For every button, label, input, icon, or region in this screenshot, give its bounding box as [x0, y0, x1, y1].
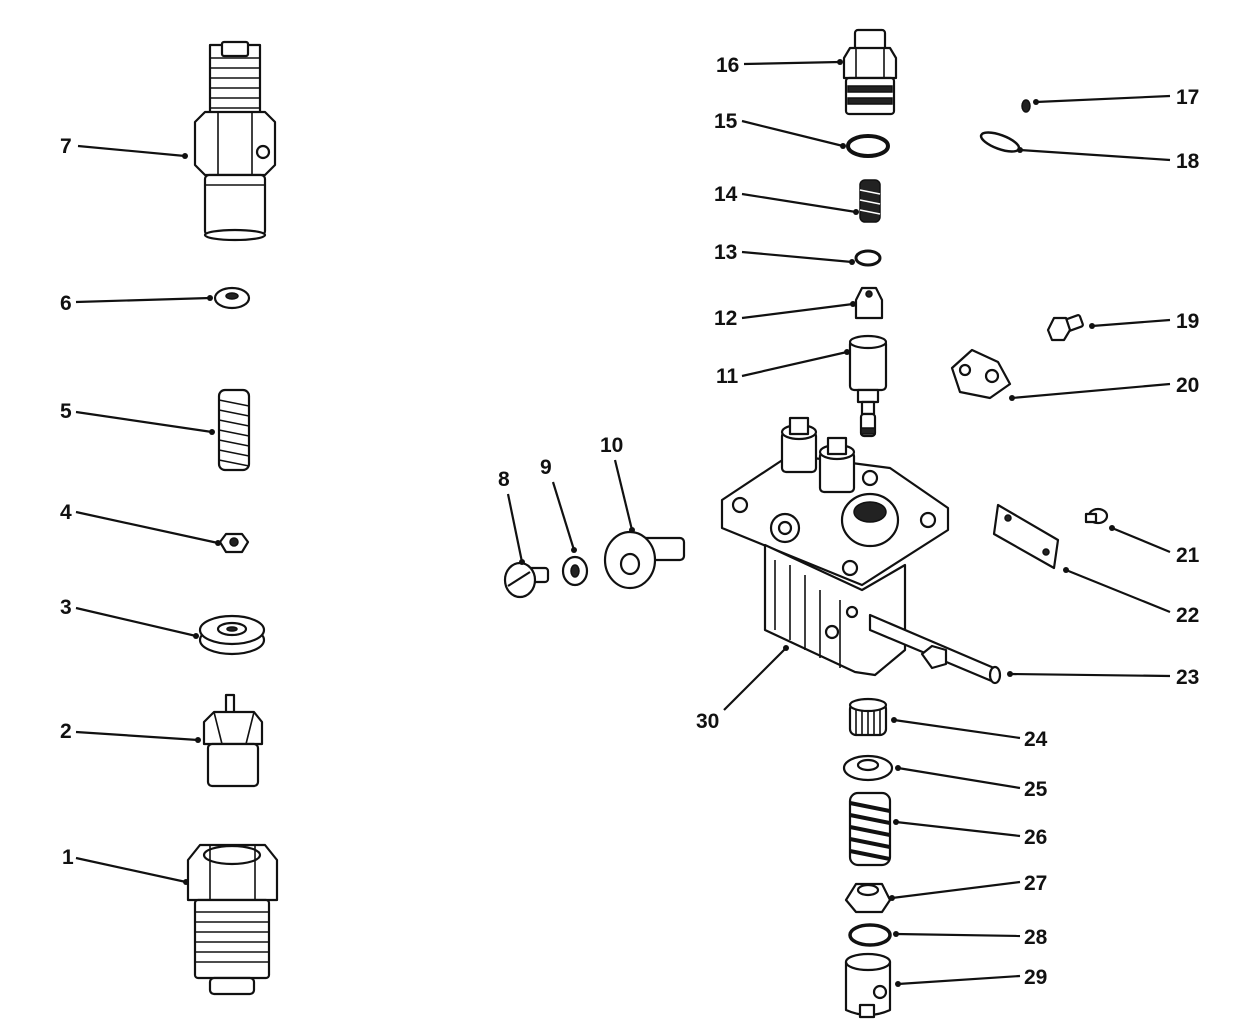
part-9-washer — [561, 555, 589, 587]
callout-8: 8 — [498, 468, 510, 491]
part-16-delivery-valve-holder — [842, 28, 898, 116]
part-25-washer — [842, 754, 894, 782]
callout-27: 27 — [1024, 872, 1047, 895]
callout-7: 7 — [60, 135, 72, 158]
part-21-screw — [1084, 507, 1109, 525]
callout-12: 12 — [714, 307, 737, 330]
callout-14: 14 — [714, 183, 738, 206]
part-8-screw — [503, 561, 550, 599]
callout-30: 30 — [696, 710, 719, 733]
part-12-delivery-valve — [854, 286, 884, 320]
part-18-o-ring — [979, 131, 1021, 153]
part-5-spring — [217, 388, 251, 472]
callout-6: 6 — [60, 292, 72, 315]
callout-17: 17 — [1176, 86, 1199, 109]
part-26-plunger-spring — [848, 791, 892, 867]
callout-labels: 7 6 5 4 3 2 1 8 9 10 16 15 14 13 12 11 1… — [60, 54, 1200, 989]
part-28-shim — [848, 923, 892, 947]
callout-18: 18 — [1176, 150, 1200, 173]
part-7-nozzle-holder — [193, 40, 277, 242]
part-17-ball — [1021, 99, 1031, 113]
callout-28: 28 — [1024, 926, 1048, 949]
callout-29: 29 — [1024, 966, 1047, 989]
part-14-valve-spring — [859, 179, 881, 223]
callout-20: 20 — [1176, 374, 1199, 397]
part-1-retaining-nut — [186, 843, 279, 996]
callout-4: 4 — [60, 501, 72, 524]
callout-15: 15 — [714, 110, 738, 133]
callout-3: 3 — [60, 596, 72, 619]
callout-16: 16 — [716, 54, 739, 77]
part-4-spring-seat — [218, 532, 250, 554]
callout-22: 22 — [1176, 604, 1199, 627]
part-6-shim — [213, 286, 251, 310]
part-3-distance-piece — [198, 614, 266, 656]
part-27-spring-seat — [844, 882, 892, 914]
callout-10: 10 — [600, 434, 623, 457]
callout-2: 2 — [60, 720, 72, 743]
part-19-bolt — [1046, 314, 1084, 342]
callout-25: 25 — [1024, 778, 1048, 801]
callout-5: 5 — [60, 400, 72, 423]
callout-26: 26 — [1024, 826, 1047, 849]
part-30-pump-body — [720, 416, 1002, 685]
part-2-nozzle — [202, 693, 264, 788]
part-22-cover-plate — [992, 503, 1060, 570]
leader-lines — [75, 59, 1171, 987]
callout-1: 1 — [62, 846, 74, 869]
part-29-tappet — [844, 952, 892, 1019]
callout-19: 19 — [1176, 310, 1199, 333]
part-20-plate — [950, 348, 1012, 400]
part-10-banjo-fitting — [603, 530, 686, 590]
part-11-plunger — [848, 334, 888, 438]
callout-11: 11 — [716, 365, 739, 388]
callout-13: 13 — [714, 241, 737, 264]
callout-23: 23 — [1176, 666, 1199, 689]
part-13-gasket — [854, 249, 882, 267]
callout-9: 9 — [540, 456, 552, 479]
part-15-o-ring — [846, 134, 890, 158]
part-24-tappet-cap — [848, 697, 888, 737]
callout-21: 21 — [1176, 544, 1200, 567]
callout-24: 24 — [1024, 728, 1048, 751]
